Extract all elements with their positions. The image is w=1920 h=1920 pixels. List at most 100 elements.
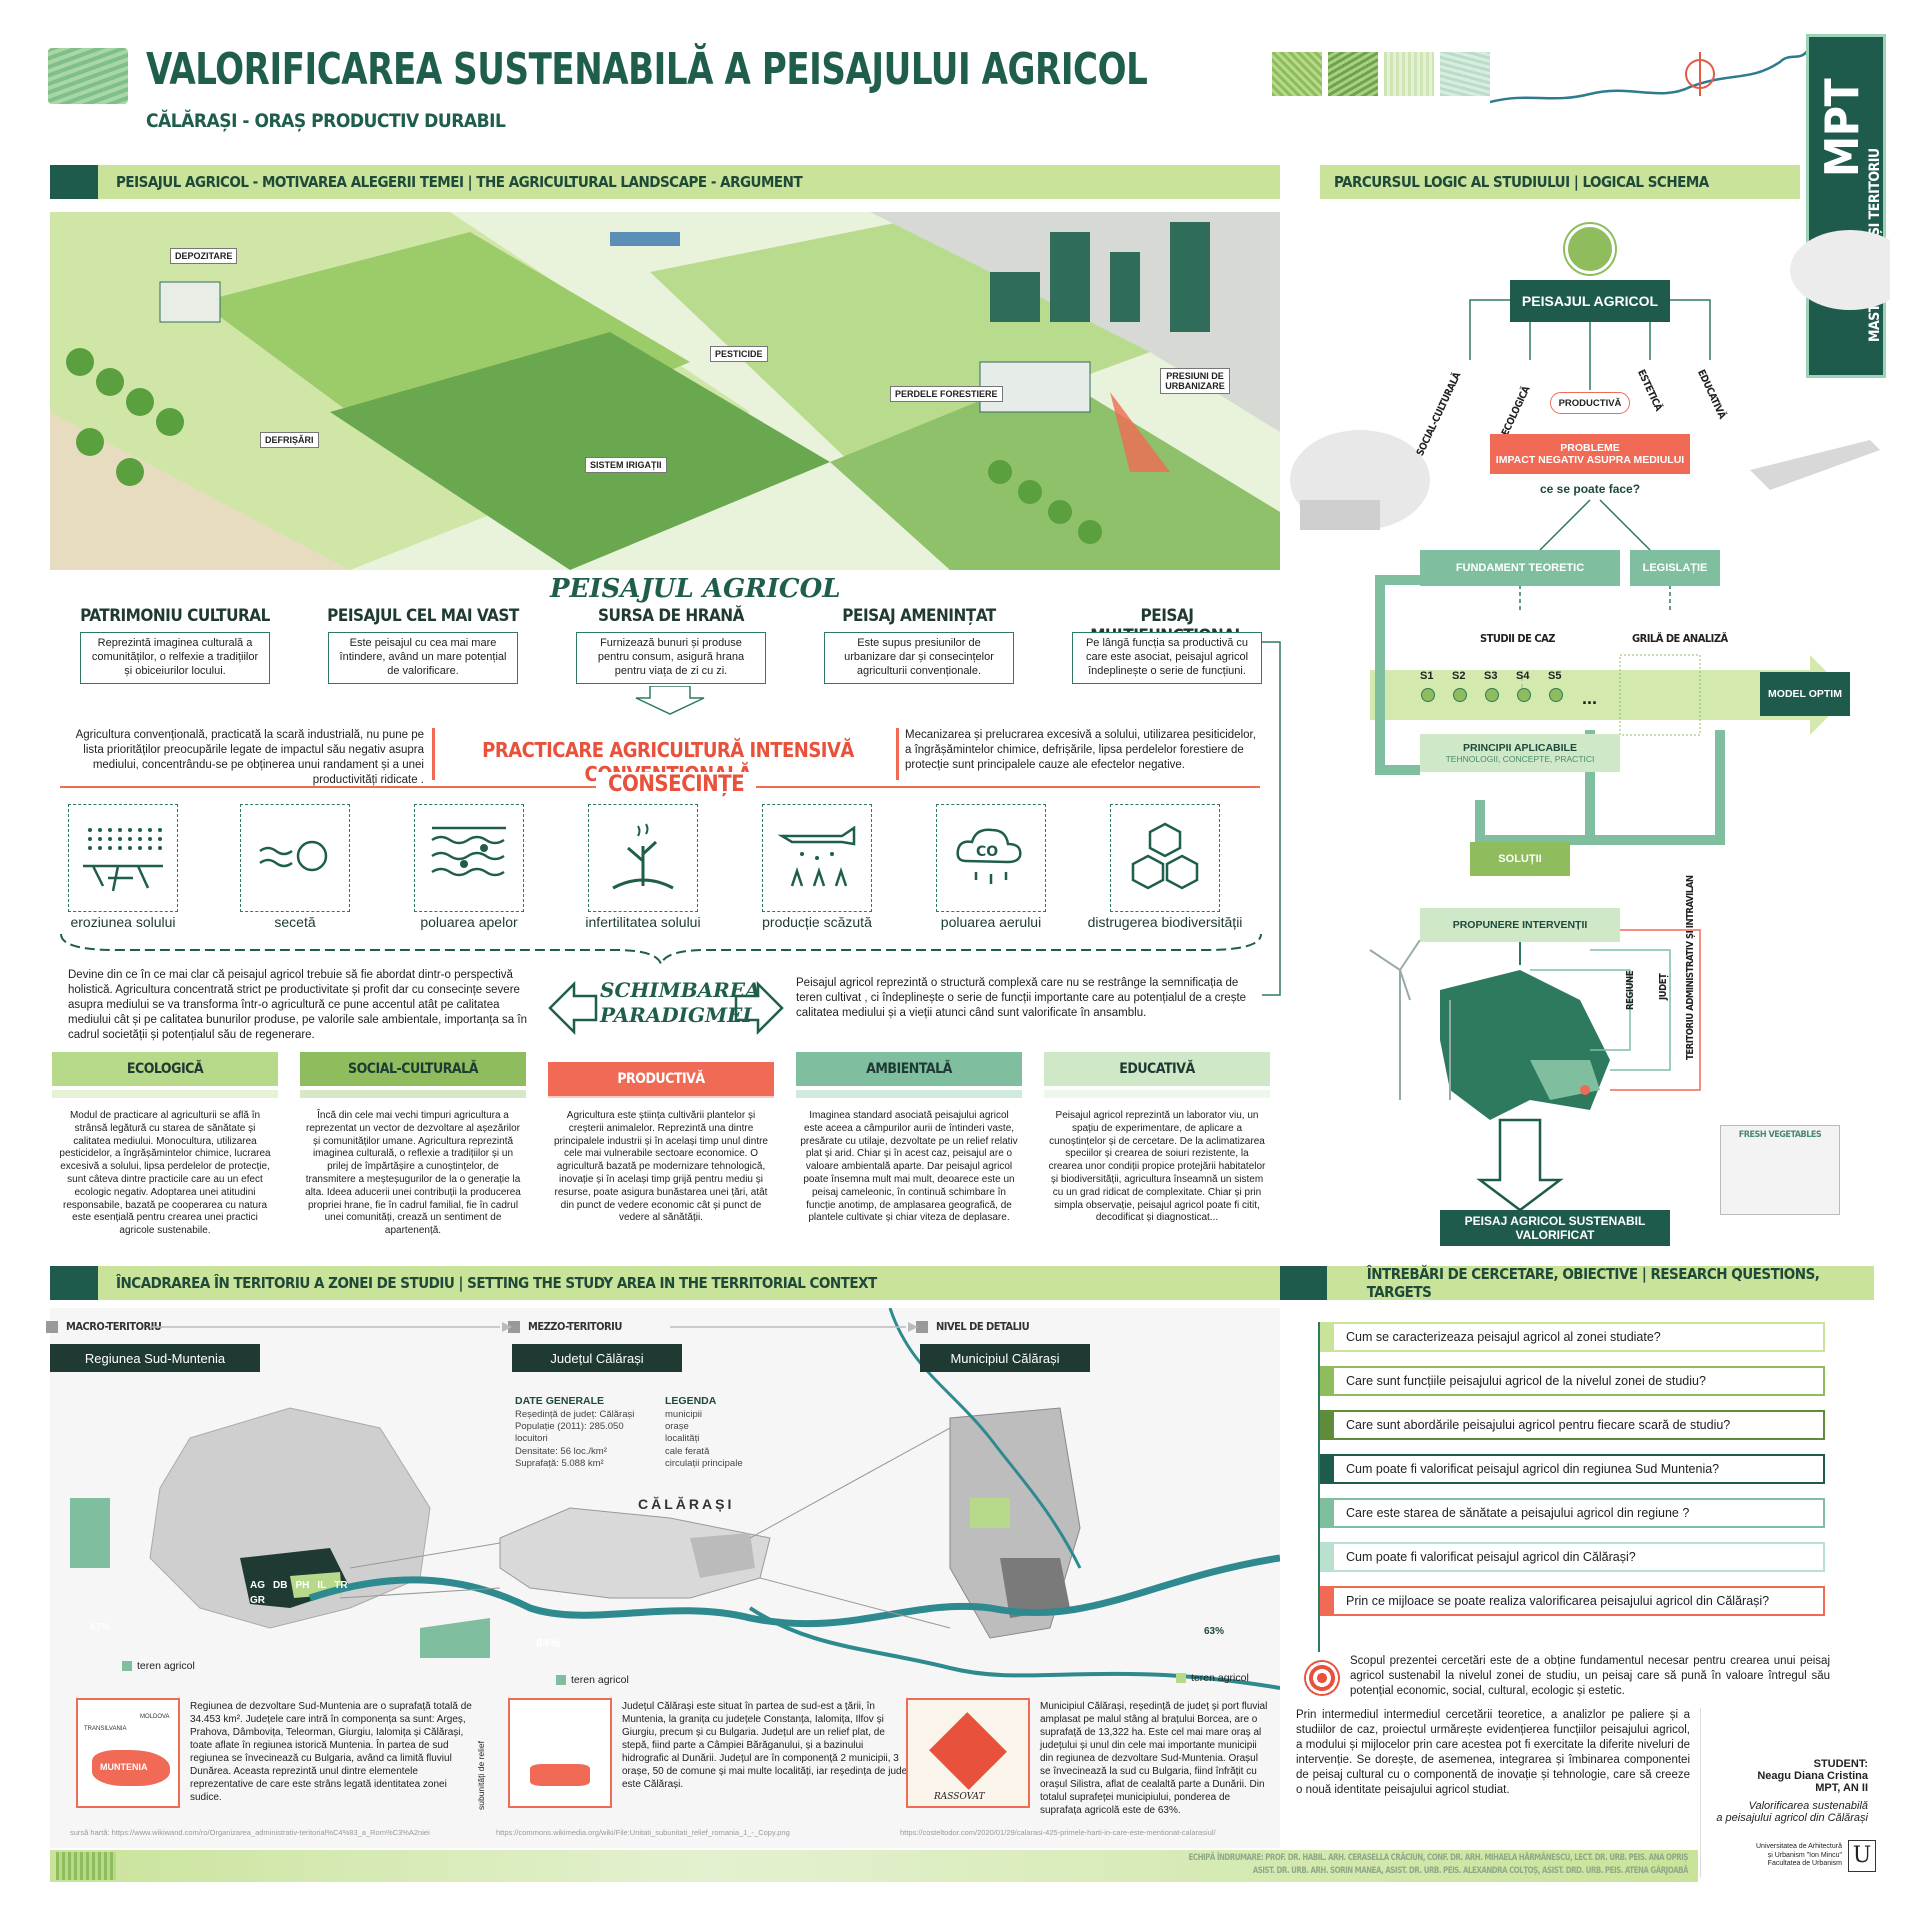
pillar-title: SURSA DE HRANĂ (598, 606, 744, 626)
level-arrows (150, 1320, 920, 1334)
research-question: Care sunt abordările peisajului agricol … (1320, 1410, 1825, 1440)
consequence-icon-box (588, 804, 698, 912)
page-title: VALORIFICAREA SUSTENABILĂ A PEISAJULUI A… (146, 44, 1148, 95)
relief-inset (508, 1698, 612, 1808)
principii-sub: TEHNOLOGII, CONCEPTE, PRACTICI (1445, 754, 1595, 764)
svg-text:CO: CO (976, 844, 998, 860)
section-territory-bar: ÎNCADRAREA ÎN TERITORIU A ZONEI DE STUDI… (50, 1266, 1280, 1300)
pct-county: 84% (536, 1636, 561, 1650)
teren-legend-2: teren agricol (556, 1674, 629, 1686)
function-bg (796, 1090, 1022, 1098)
section-argument-bar: PEISAJUL AGRICOL - MOTIVAREA ALEGERII TE… (50, 165, 1280, 199)
moldova-label: MOLDOVA (140, 1714, 170, 1720)
grila-label: GRILĂ DE ANALIZĂ (1632, 632, 1728, 645)
function-bg (52, 1090, 278, 1098)
studii-label: STUDII DE CAZ (1480, 632, 1555, 645)
side-banner: MPT MASTER PEISAJ ȘI TERITORIU (1806, 34, 1886, 378)
consequence-label: poluarea aerului (940, 914, 1042, 930)
student-label: STUDENT: (1813, 1758, 1868, 1770)
s-label: S2 (1452, 670, 1466, 682)
s-label: S1 (1420, 670, 1434, 682)
location-pin-icon (1565, 224, 1615, 274)
student-card: STUDENT: Neagu Diana Cristina MPT, AN II… (1700, 1708, 1876, 1878)
county-code: IL (317, 1580, 327, 1591)
map-label-calarasi: CĂLĂRAȘI (638, 1496, 735, 1512)
text-county: Județul Călărași este situat în partea d… (622, 1701, 910, 1790)
s-label: S4 (1516, 670, 1530, 682)
consequence-label: distrugerea biodiversității (1087, 914, 1243, 930)
function-title: SOCIAL-CULTURALĂ (300, 1052, 526, 1086)
pillar-title: PEISAJUL CEL MAI VAST (327, 606, 519, 626)
conventional-right-para: Mecanizarea și prelucrarea excesivă a so… (905, 729, 1256, 771)
historic-map-inset: RASSOVAT (906, 1698, 1030, 1808)
low-production-icon (772, 816, 862, 901)
level-name: Regiunea Sud-Muntenia (50, 1344, 260, 1372)
judet-label: JUDEȚ (1658, 973, 1669, 1000)
multifunctional-connector (1262, 641, 1281, 996)
uni-1: Universitatea de Arhitectură (1756, 1843, 1842, 1851)
level-label: MEZZO-TERITORIU (508, 1320, 622, 1333)
vegetable-stand: FRESH VEGETABLES (1720, 1125, 1840, 1215)
teren-3: teren agricol (1191, 1672, 1249, 1684)
s-dot (1517, 688, 1531, 702)
paradigm-left-text: Devine din ce în ce mai clar că peisajul… (68, 969, 527, 1041)
air-pollution-icon: CO (946, 816, 1036, 901)
problem-1: PROBLEME (1560, 442, 1620, 454)
function-bg (548, 1090, 774, 1098)
function-title: ECOLOGICĂ (52, 1052, 278, 1086)
header-thumbnail (48, 48, 128, 104)
paradigm-title: SCHIMBAREA PARADIGMEI (600, 978, 761, 1028)
target-icon (1304, 1660, 1340, 1696)
logic-center: PEISAJUL AGRICOL (1510, 280, 1670, 322)
principii-label: PRINCIPII APLICABILE (1463, 742, 1577, 754)
level-text: MACRO-TERITORIU (66, 1320, 162, 1333)
function-bg (1044, 1090, 1270, 1098)
target-text: Scopul prezentei cercetări este de a obț… (1350, 1655, 1830, 1697)
teren-2: teren agricol (571, 1674, 629, 1686)
level-label: MACRO-TERITORIU (46, 1320, 162, 1333)
tag-defrisari: DEFRIȘĂRI (260, 432, 319, 448)
consequence-icon-box (68, 804, 178, 912)
method-text: Prin intermediul intermediul cercetării … (1296, 1709, 1690, 1796)
footer-bar (50, 1850, 1698, 1882)
date-4: Suprafață: 5.088 km² (515, 1458, 604, 1470)
regiune-label: REGIUNE (1625, 970, 1636, 1010)
date-generale-title: DATE GENERALE (515, 1395, 605, 1407)
tag-perdele-forestiere: PERDELE FORESTIERE (890, 386, 1003, 402)
function-text: Agricultura este știința cultivării plan… (554, 1110, 768, 1224)
function-text: Imaginea standard asociată peisajului ag… (800, 1110, 1018, 1224)
date-3: Densitate: 56 loc./km² (515, 1445, 607, 1457)
left-red-rule (432, 728, 435, 780)
consequence-label: secetă (274, 914, 316, 930)
function-text: Încă din cele mai vechi timpuri agricult… (305, 1110, 521, 1237)
pct-municipality: 63% (1204, 1626, 1225, 1637)
level-name: Județul Călărași (512, 1344, 682, 1372)
research-question: Care este starea de sănătate a peisajulu… (1320, 1498, 1825, 1528)
logic-schema: PEISAJUL AGRICOL SOCIAL-CULTURALĂ ECOLOG… (1290, 210, 1890, 1250)
research-question: Care sunt funcțiile peisajului agricol d… (1320, 1366, 1825, 1396)
questions-rail (1318, 1322, 1320, 1652)
date-2: Populație (2011): 285.050 locuitori (515, 1420, 624, 1445)
pillar-title: PATRIMONIU CULTURAL (80, 606, 270, 626)
date-generale: DATE GENERALE Reședință de județ: Călăra… (515, 1395, 645, 1470)
agricultural-landscape-illustration: DEPOZITARE DEFRIȘĂRI PESTICIDE SISTEM IR… (50, 212, 1280, 570)
pillar-text: Furnizează bunuri și produse pentru cons… (576, 632, 766, 684)
legenda-5: circulații principale (665, 1458, 743, 1470)
footer-team-2: ASIST. DR. URB. ARH. SORIN MANEA, ASIST.… (1252, 1866, 1689, 1876)
principii-box: PRINCIPII APLICABILE TEHNOLOGII, CONCEPT… (1420, 734, 1620, 772)
subunitati-label: subunități de relief (476, 1741, 486, 1810)
pillar-text: Reprezintă imaginea culturală a comunită… (80, 632, 270, 684)
level-text: NIVEL DE DETALIU (936, 1320, 1030, 1333)
pillar-text: Este peisajul cu cea mai mare întindere,… (328, 632, 518, 684)
function-title: AMBIENTALĂ (796, 1052, 1022, 1086)
question-text: ce se poate face? (1540, 482, 1641, 496)
teren-1: teren agricol (137, 1660, 195, 1672)
function-text: Modul de practicare al agriculturii se a… (59, 1110, 271, 1237)
legenda-3: localități (665, 1433, 700, 1445)
legislatie-box: LEGISLAȚIE (1630, 550, 1720, 586)
rassovat-label: RASSOVAT (934, 1792, 985, 1802)
fundament-box: FUNDAMENT TEORETIC (1420, 550, 1620, 586)
pillar-arrow-down (630, 685, 710, 716)
legenda: LEGENDA municipii orașe localități cale … (665, 1395, 785, 1470)
section-questions-bar: ÎNTREBĂRI DE CERCETARE, OBIECTIVE | RESE… (1280, 1265, 1874, 1301)
